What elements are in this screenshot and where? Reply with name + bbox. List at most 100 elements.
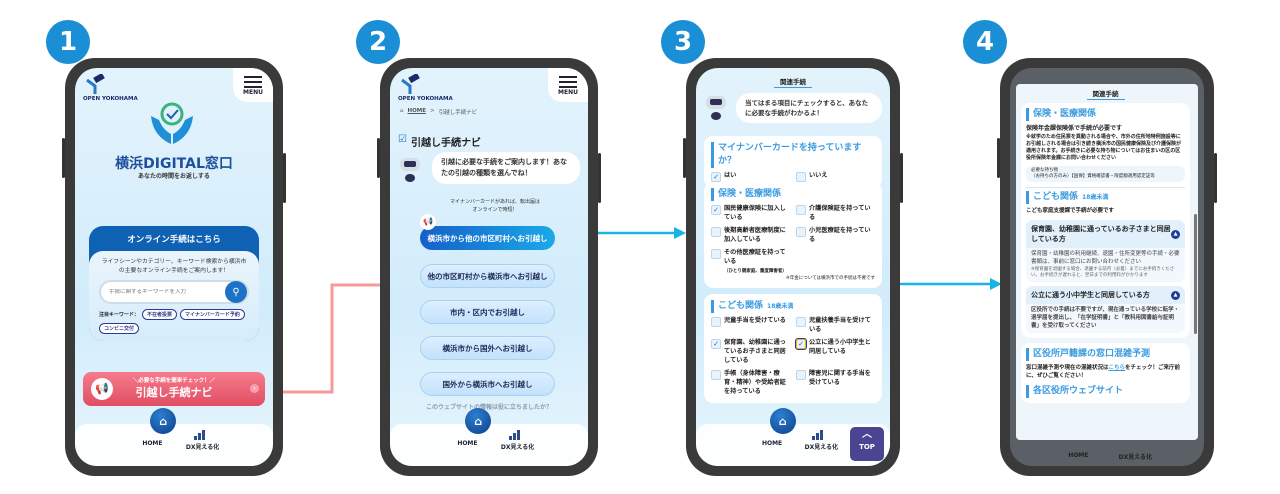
pension-footnote: ※年金については横浜市での手続は不要です	[785, 275, 875, 281]
keyword-chip[interactable]: 不在者投票	[142, 309, 178, 321]
phone-1: OPEN YOKOHAMA MENU 横浜DIGITAL窓口 あなたの時間をお返…	[62, 58, 286, 476]
option-within-city[interactable]: 市内・区内でお引越し	[420, 300, 555, 324]
option-abroad-to-yokohama[interactable]: 国外から横浜市へお引越し	[420, 372, 555, 396]
app-title: 横浜DIGITAL窓口	[115, 156, 233, 172]
accordion-public-school[interactable]: 公立に通う小中学生と同居している方 ▲ 区役所での手続は不要ですが、現在通っている…	[1026, 286, 1185, 334]
checkbox-disability-allowance[interactable]: 障害児に関する手当を受けている	[796, 369, 875, 397]
breadcrumb-home[interactable]: HOME	[407, 108, 427, 114]
accordion-body: 区役所での手続は不要ですが、現在通っている学校に転学・退学届を提出し、「在学証明…	[1031, 307, 1180, 329]
online-panel-header: オンライン手続はこちら	[127, 235, 221, 245]
bar-chart-icon[interactable]	[508, 430, 521, 440]
mynumber-question: マイナンバーカードを持っていますか？ ✓はい いいえ	[704, 136, 882, 189]
section-body: ※就学のため住民票を異動される場合や、市外の住所地特例施設等にお引越しされる場合…	[1026, 133, 1182, 162]
option-other-to-yokohama[interactable]: 他の市区町村から横浜市へお引越し	[420, 264, 555, 288]
checkbox-yes[interactable]: ✓はい	[711, 172, 790, 183]
phone-3: 関連手続 当てはまる項目にチェックすると、あなたに必要な手続がわかるよ！ マイナ…	[683, 58, 903, 476]
home-button[interactable]: ⌂	[465, 408, 492, 434]
accordion-title: 保育園、幼稚園に通っているお子さまと同居している方	[1031, 224, 1171, 244]
menu-label: MENU	[558, 89, 578, 96]
home-screen: OPEN YOKOHAMA MENU 横浜DIGITAL窓口 あなたの時間をお返…	[75, 68, 273, 466]
check-icon: ✓	[711, 205, 721, 216]
checkbox-child-support[interactable]: 児童扶養手当を受けている	[796, 317, 875, 335]
step-4-badge: 4	[963, 20, 1007, 64]
home-button[interactable]: ⌂	[150, 408, 177, 434]
yokohama-logo	[401, 74, 420, 94]
section-title: こども関係	[1033, 191, 1079, 202]
search-icon: ⚲	[232, 286, 240, 298]
bottom-nav: ⌂ HOME DX見える化 ︿ TOP	[696, 408, 890, 466]
congestion-link[interactable]: こちら	[1108, 365, 1126, 372]
checkbox-other-medical[interactable]: その他医療証を持っている（ひとり親家庭、重度障害者）	[711, 248, 790, 276]
page-title: 引越し手続ナビ	[410, 138, 481, 149]
banner-title: 引越し手続ナビ	[135, 386, 213, 399]
search-input[interactable]	[109, 289, 209, 296]
accordion-title: 公立に通う小中学生と同居している方	[1031, 291, 1150, 300]
mynumber-note: マイナンバーカードがあれば、転出届はオンラインで時短！	[450, 199, 540, 213]
bottom-nav: ⌂ HOME DX見える化	[390, 408, 588, 466]
section-title: 保険・医療関係	[711, 188, 875, 202]
bottom-nav: ⌂ HOME DX見える化	[75, 408, 273, 466]
banner-subtitle: ＼必要な手続を簡単チェック！／	[132, 378, 216, 384]
breadcrumb-current: 引越し手続ナビ	[438, 110, 478, 116]
megaphone-icon: 📢	[91, 378, 113, 400]
speech-bubble: 当てはまる項目にチェックすると、あなたに必要な手続がわかるよ！	[736, 93, 882, 124]
phone-4: 関連手続 保険・医療関係 保険年金課保険係で手続が必要です ※就学のため住民票を…	[997, 58, 1217, 476]
checkbox-no[interactable]: いいえ	[796, 172, 875, 183]
home-label: HOME	[761, 440, 783, 447]
checkbox-national-health[interactable]: ✓国民健康保険に加入している	[711, 205, 790, 223]
dx-label[interactable]: DX見える化	[804, 444, 839, 451]
blue-arrowhead-1	[674, 227, 686, 239]
bar-chart-icon[interactable]	[812, 430, 824, 440]
robot-icon	[400, 158, 420, 184]
menu-label: MENU	[243, 89, 263, 96]
chevron-up-icon: ▲	[1171, 229, 1180, 239]
yokohama-logo	[86, 74, 105, 94]
menu-button[interactable]: MENU	[233, 68, 273, 102]
home-button[interactable]: ⌂	[769, 408, 796, 434]
dx-label[interactable]: DX見える化	[1118, 454, 1153, 461]
chevron-up-icon: ▲	[1171, 290, 1180, 300]
chevron-right-icon: ›	[250, 384, 259, 393]
accordion-nursery[interactable]: 保育園、幼稚園に通っているお子さまと同居している方▲ 保育園・幼稚園の利用継続、…	[1026, 219, 1185, 283]
search-button[interactable]: ⚲	[225, 281, 247, 304]
back-to-top-button[interactable]: ︿ TOP	[850, 427, 884, 461]
moving-navi-screen: OPEN YOKOHAMA MENU ⌂ HOME > 引越し手続ナビ ☑ 引越…	[390, 68, 588, 466]
chevron-up-icon: ︿	[862, 429, 872, 440]
dx-label[interactable]: DX見える化	[500, 444, 535, 451]
feedback-text: このウェブサイトの情報は役に立ちましたか？	[425, 404, 552, 411]
megaphone-icon: 📢	[420, 214, 436, 230]
home-icon: ⌂	[400, 108, 404, 114]
age-badge: 18歳未満	[1082, 193, 1109, 201]
checkbox-public-school[interactable]: ✓公立に通う小中学生と同居している	[795, 338, 875, 366]
insurance-result: 保険・医療関係 保険年金課保険係で手続が必要です ※就学のため住民票を異動される…	[1021, 103, 1190, 339]
checkbox-nursery[interactable]: ✓保育園、幼稚園に通っているお子さまと同居している	[711, 339, 790, 366]
blue-arrowhead-2	[990, 278, 1002, 290]
checkbox-child-medical[interactable]: 小児医療証を持っている	[796, 227, 875, 245]
menu-button[interactable]: MENU	[548, 68, 588, 102]
checkbox-care-insurance[interactable]: 介護保険証を持っている	[796, 205, 875, 223]
moving-navi-banner[interactable]: 📢 ＼必要な手続を簡単チェック！／ 引越し手続ナビ ›	[83, 372, 265, 406]
checkbox-disability-handbook[interactable]: 手帳（身体障害・療育・精神）や受給者証を持っている	[711, 369, 790, 397]
keyword-chip[interactable]: マイナンバーカード予約	[180, 309, 245, 321]
section-title: こども関係	[718, 301, 764, 311]
age-badge: 18歳未満	[767, 303, 794, 310]
accordion-body: 保育園・幼稚園の利用継続、退園・住所変更等の手続・必要書類は、事前に窓口にお問い…	[1031, 251, 1180, 265]
page-heading: ☑ 引越し手続ナビ	[398, 134, 481, 149]
option-yokohama-to-abroad[interactable]: 横浜市から国外へお引越し	[420, 336, 555, 360]
home-label[interactable]: HOME	[1068, 452, 1089, 459]
keyword-chip[interactable]: コンビニ交付	[99, 323, 140, 335]
app-tagline: あなたの時間をお返しする	[138, 173, 210, 180]
dx-label[interactable]: DX見える化	[185, 444, 220, 451]
home-label: HOME	[142, 440, 163, 447]
related-procedures-tab[interactable]: 関連手続	[696, 76, 890, 88]
option-yokohama-to-other[interactable]: 横浜市から他の市区町村へお引越し	[420, 226, 555, 250]
pink-arrow	[262, 283, 402, 394]
section-lead: こども家庭支援課で手続が必要です	[1026, 207, 1115, 214]
checkbox-child-allowance[interactable]: 児童手当を受けている	[711, 317, 790, 335]
items-entry: （お持ちの方のみ）【国保】資格確認書・限度額適用認定証等	[1031, 173, 1155, 179]
bar-chart-icon[interactable]	[193, 430, 206, 440]
search-box: ⚲	[99, 280, 249, 305]
scrollbar[interactable]	[1194, 214, 1197, 334]
section-lead: 保険年金課保険係で手続が必要です	[1026, 125, 1123, 133]
checkbox-elderly-medical[interactable]: 後期高齢者医療制度に加入している	[711, 227, 790, 245]
